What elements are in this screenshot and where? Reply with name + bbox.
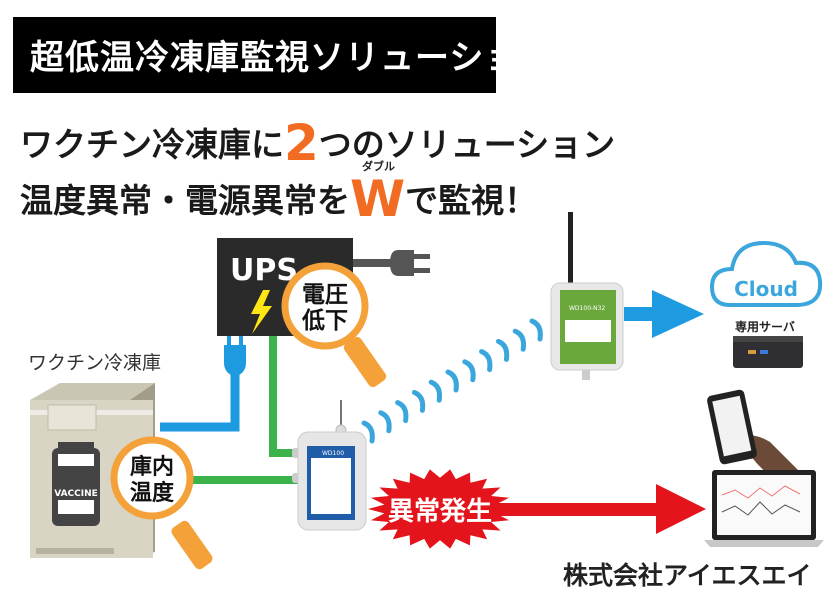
upload-arrow-icon xyxy=(624,290,704,338)
wave-arc xyxy=(378,410,392,434)
wave-arc xyxy=(411,389,426,413)
company-name: 株式会社アイエスエイ xyxy=(563,561,812,590)
alert-label: 異常発生 xyxy=(388,497,492,527)
lightning-icon xyxy=(251,290,272,334)
logger-model: WD100 xyxy=(322,450,344,457)
vaccine-label: VACCINE xyxy=(54,489,98,499)
ruby-annotation: ダブル xyxy=(362,160,395,173)
alert-burst: 異常発生 xyxy=(368,469,512,549)
headline-2-suffix: で監視！ xyxy=(405,181,538,220)
smartphone-icon xyxy=(707,389,800,484)
alert-arrow-icon xyxy=(490,484,706,534)
wave-arc xyxy=(495,338,510,362)
freezer-magnifier-line-2: 温度 xyxy=(130,480,175,506)
headline-2-prefix: 温度異常・電源異常を xyxy=(20,181,350,220)
logger-device: WD100 xyxy=(292,400,367,531)
server-label: 専用サーバ xyxy=(735,320,795,334)
wave-arc xyxy=(361,420,375,444)
wave-arc xyxy=(462,359,476,383)
ups-plug xyxy=(352,250,430,276)
ups-magnifier-line-1: 電圧 xyxy=(302,282,348,308)
headline-line-2: 温度異常・電源異常をWで監視！ xyxy=(20,170,537,228)
wireless-signal-icon xyxy=(361,318,543,444)
laptop-icon xyxy=(704,470,824,547)
power-cable xyxy=(160,330,246,432)
cloud-label: Cloud xyxy=(734,277,798,301)
ups-magnifier-icon: 電圧 低下 xyxy=(281,262,387,388)
headline-letter: W xyxy=(350,170,406,228)
wave-arc xyxy=(529,318,543,342)
ups-label: UPS xyxy=(230,253,298,288)
cloud-icon: Cloud xyxy=(709,240,823,307)
sensor-cables xyxy=(190,330,300,484)
gateway-device: WD100-N32 xyxy=(550,212,624,380)
freezer-magnifier-icon: 庫内 温度 xyxy=(110,436,213,570)
wave-arc xyxy=(479,349,493,373)
wave-arc xyxy=(428,379,443,403)
headline-number: 2 xyxy=(284,114,319,172)
page-title: 超低温冷凍庫監視ソリューション xyxy=(30,38,555,78)
freezer-magnifier-line-1: 庫内 xyxy=(130,454,174,480)
wave-arc xyxy=(395,400,409,424)
server-icon xyxy=(733,336,803,368)
title-banner xyxy=(13,17,496,93)
wave-arc xyxy=(445,369,459,393)
ups-magnifier-line-2: 低下 xyxy=(301,308,348,334)
freezer-label: ワクチン冷凍庫 xyxy=(28,352,162,374)
headline-1-prefix: ワクチン冷凍庫に xyxy=(20,125,284,164)
wave-arc xyxy=(512,328,527,352)
headline-line-1: ワクチン冷凍庫に2つのソリューション xyxy=(20,114,615,172)
gateway-model: WD100-N32 xyxy=(569,305,605,312)
headline-1-suffix: つのソリューション xyxy=(318,125,616,164)
